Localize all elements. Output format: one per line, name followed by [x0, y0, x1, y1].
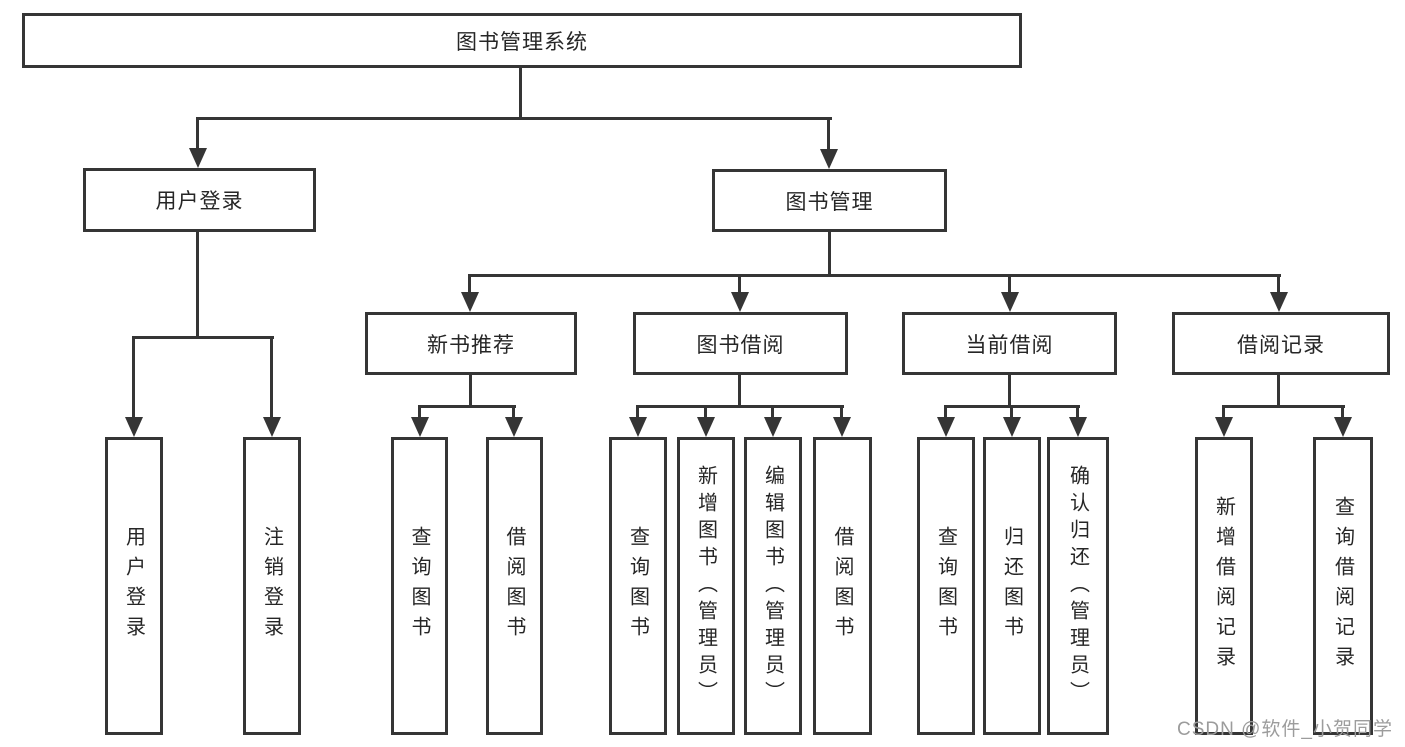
node-library-system: 图书管理系统 — [22, 13, 1022, 68]
leaf-borrow-books-recommend: 借阅图书 — [486, 437, 543, 735]
leaf-confirm-return-admin: 确认归还（管理员） — [1047, 437, 1109, 735]
arrow-down-icon — [937, 417, 955, 437]
arrow-down-icon — [1001, 292, 1019, 312]
leaf-borrow-books: 借阅图书 — [813, 437, 872, 735]
connector-line — [196, 117, 199, 152]
connector-line — [636, 405, 844, 408]
connector-line — [132, 336, 135, 421]
connector-line — [469, 375, 472, 408]
arrow-down-icon — [125, 417, 143, 437]
connector-line — [944, 405, 947, 422]
connector-line — [512, 405, 515, 422]
connector-line — [704, 405, 707, 422]
node-book-borrowing: 图书借阅 — [633, 312, 848, 375]
connector-line — [1277, 274, 1280, 296]
connector-line — [828, 232, 831, 277]
node-user-login: 用户登录 — [83, 168, 316, 232]
leaf-query-books-borrowing: 查询图书 — [609, 437, 667, 735]
leaf-edit-book-admin: 编辑图书（管理员） — [744, 437, 802, 735]
arrow-down-icon — [1215, 417, 1233, 437]
arrow-down-icon — [820, 149, 838, 169]
connector-line — [771, 405, 774, 422]
connector-line — [840, 405, 843, 422]
leaf-logout: 注销登录 — [243, 437, 301, 735]
connector-line — [468, 274, 471, 296]
arrow-down-icon — [461, 292, 479, 312]
arrow-down-icon — [1003, 417, 1021, 437]
connector-line — [1008, 274, 1011, 296]
connector-line — [196, 232, 199, 339]
csdn-watermark: CSDN @软件_小贺同学 — [1177, 719, 1393, 740]
connector-line — [738, 274, 741, 296]
node-book-management: 图书管理 — [712, 169, 947, 232]
connector-line — [827, 117, 830, 152]
connector-line — [418, 405, 421, 422]
connector-line — [1010, 405, 1013, 422]
connector-line — [1277, 375, 1280, 408]
arrow-down-icon — [1270, 292, 1288, 312]
connector-line — [132, 336, 274, 339]
arrow-down-icon — [263, 417, 281, 437]
arrow-down-icon — [629, 417, 647, 437]
connector-line — [1008, 375, 1011, 408]
connector-line — [418, 405, 516, 408]
connector-line — [1341, 405, 1344, 422]
connector-line — [1222, 405, 1345, 408]
leaf-query-borrow-record: 查询借阅记录 — [1313, 437, 1373, 735]
leaf-user-login: 用户登录 — [105, 437, 163, 735]
arrow-down-icon — [833, 417, 851, 437]
node-borrow-records: 借阅记录 — [1172, 312, 1390, 375]
node-new-book-recommend: 新书推荐 — [365, 312, 577, 375]
arrow-down-icon — [505, 417, 523, 437]
leaf-query-books-current: 查询图书 — [917, 437, 975, 735]
node-current-borrowing: 当前借阅 — [902, 312, 1117, 375]
connector-line — [1222, 405, 1225, 422]
arrow-down-icon — [1334, 417, 1352, 437]
arrow-down-icon — [764, 417, 782, 437]
arrow-down-icon — [731, 292, 749, 312]
connector-line — [469, 274, 1281, 277]
arrow-down-icon — [189, 148, 207, 168]
connector-line — [270, 336, 273, 421]
leaf-return-book: 归还图书 — [983, 437, 1041, 735]
connector-line — [1076, 405, 1079, 422]
arrow-down-icon — [411, 417, 429, 437]
connector-line — [636, 405, 639, 422]
connector-line — [519, 68, 522, 120]
connector-line — [197, 117, 832, 120]
connector-line — [738, 375, 741, 408]
arrow-down-icon — [1069, 417, 1087, 437]
leaf-add-borrow-record: 新增借阅记录 — [1195, 437, 1253, 735]
arrow-down-icon — [697, 417, 715, 437]
leaf-add-book-admin: 新增图书（管理员） — [677, 437, 735, 735]
leaf-query-books-recommend: 查询图书 — [391, 437, 448, 735]
